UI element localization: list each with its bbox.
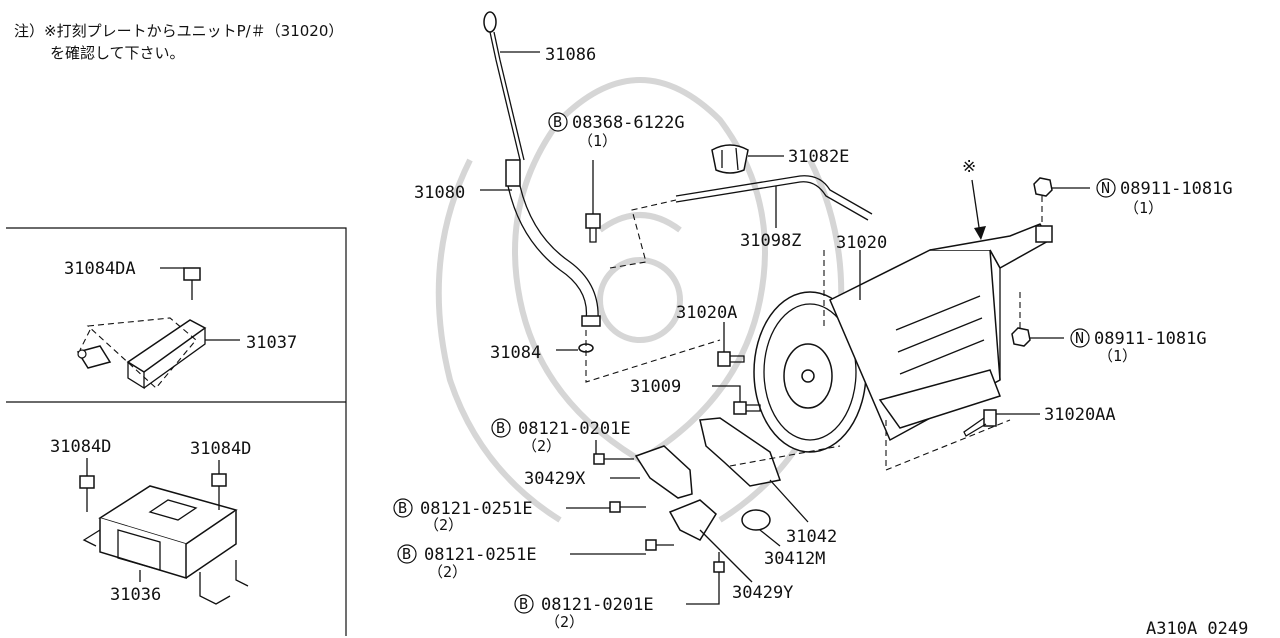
callout-31084: 31084 <box>490 343 541 363</box>
nut-08911-top <box>1033 177 1053 226</box>
nut-mark-N1: N <box>1101 179 1110 197</box>
inset-callout-31036: 31036 <box>110 585 161 605</box>
bolt-mark-B1: B <box>553 113 562 131</box>
callout-08121-0201E-bottom: 08121-0201E <box>541 595 654 615</box>
callout-08911-bottom: 08911-1081G <box>1094 329 1207 349</box>
inset-callout-31084DA: 31084DA <box>64 259 136 279</box>
callout-30412M: 30412M <box>764 549 825 569</box>
inset-control-unit <box>79 458 249 605</box>
callout-08911-top: 08911-1081G <box>1120 179 1233 199</box>
nut-08911-bottom <box>1011 290 1031 347</box>
callout-31086: 31086 <box>545 45 596 65</box>
callout-08368-6122G: 08368-6122G <box>572 113 685 133</box>
inset-callout-31084D-left: 31084D <box>50 437 111 457</box>
arrow-head <box>974 226 986 240</box>
callout-31020: 31020 <box>836 233 887 253</box>
bolt-mark-circle-4 <box>397 544 417 564</box>
inset-callout-31037: 31037 <box>246 333 297 353</box>
callout-08368-qty: （1） <box>578 132 617 150</box>
lower-brackets-and-cover <box>593 417 841 573</box>
note-line-2: を確認して下さい。 <box>50 44 185 62</box>
bolt-mark-B3: B <box>398 499 407 517</box>
callout-31020AA: 31020AA <box>1044 405 1116 425</box>
bolt-08368 <box>585 160 601 243</box>
callout-31020A: 31020A <box>676 303 737 323</box>
callout-31098Z: 31098Z <box>740 231 801 251</box>
callout-31009: 31009 <box>630 377 681 397</box>
inset-harness-bracket <box>76 267 240 390</box>
breather-hose <box>609 175 873 269</box>
inset-callout-31084D-right: 31084D <box>190 439 251 459</box>
nut-mark-circle <box>1096 178 1116 198</box>
bolt-mark-circle <box>548 112 568 132</box>
callout-08121-0201E-bottom-qty: （2） <box>545 613 584 631</box>
asterisk-mark: ※ <box>962 157 976 177</box>
nut-mark-N2: N <box>1075 329 1084 347</box>
transmission-assembly <box>753 223 1053 453</box>
bolt-mark-circle-3 <box>393 498 413 518</box>
bolt-mark-B2: B <box>496 419 505 437</box>
bolt-mark-circle-5 <box>514 594 534 614</box>
callout-08911-top-qty: （1） <box>1124 199 1163 217</box>
callout-31042: 31042 <box>786 527 837 547</box>
callout-08121-0251E-bottom-qty: （2） <box>428 563 467 581</box>
clip-31082E <box>711 144 749 174</box>
callout-31080: 31080 <box>414 183 465 203</box>
callout-08121-0201E-top: 08121-0201E <box>518 419 631 439</box>
filler-tube <box>505 159 601 327</box>
callout-08911-bottom-qty: （1） <box>1098 347 1137 365</box>
bolt-31009 <box>733 401 761 415</box>
bolt-mark-circle-2 <box>491 418 511 438</box>
bolt-mark-B5: B <box>519 595 528 613</box>
callout-31082E: 31082E <box>788 147 849 167</box>
callout-30429X: 30429X <box>524 469 586 489</box>
callout-08121-0251E-top: 08121-0251E <box>420 499 533 519</box>
nut-mark-circle-2 <box>1070 328 1090 348</box>
inset-panels <box>6 227 347 636</box>
figure-code: A310A 0249 <box>1146 619 1248 638</box>
bolt-31020AA <box>963 409 997 437</box>
note-line-1: 注）※打刻プレートからユニットP/＃（31020） <box>14 22 343 40</box>
bolt-mark-B4: B <box>402 545 411 563</box>
callout-08121-0201E-top-qty: （2） <box>522 437 561 455</box>
callout-08121-0251E-top-qty: （2） <box>424 516 463 534</box>
callout-08121-0251E-bottom: 08121-0251E <box>424 545 537 565</box>
callout-30429Y: 30429Y <box>732 583 793 603</box>
dipstick <box>483 11 525 161</box>
